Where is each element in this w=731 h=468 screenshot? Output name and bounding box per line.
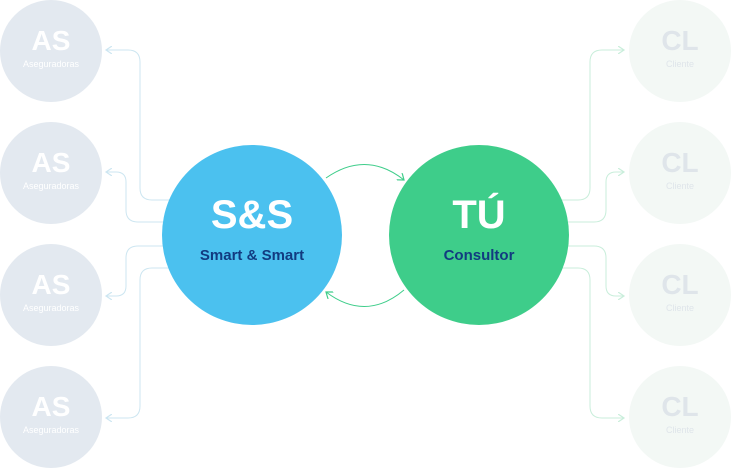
insurer-abbr: AS	[31, 269, 71, 300]
connector-client-2	[568, 172, 624, 223]
client-label: Cliente	[665, 59, 694, 69]
insurer-node-2: AS Aseguradoras	[0, 122, 102, 224]
insurer-label: Aseguradoras	[22, 181, 80, 191]
insurer-label: Aseguradoras	[22, 303, 80, 313]
hub-smart-and-smart: S&S Smart & Smart	[162, 145, 342, 325]
hub-label: Consultor	[443, 246, 515, 264]
client-node-3: CL Cliente	[629, 244, 731, 346]
client-node-4: CL Cliente	[629, 366, 731, 468]
client-node-1: CL Cliente	[629, 0, 731, 102]
hub-abbr: S&S	[210, 192, 294, 237]
client-node-2: CL Cliente	[629, 122, 731, 224]
connector-insurer-3	[106, 245, 164, 296]
client-abbr: CL	[661, 269, 699, 300]
insurer-abbr: AS	[31, 25, 71, 56]
connector-insurer-4	[106, 267, 172, 418]
connector-client-3	[568, 245, 624, 296]
insurer-node-1: AS Aseguradoras	[0, 0, 102, 102]
connector-insurer-1	[106, 50, 172, 201]
client-abbr: CL	[661, 25, 699, 56]
client-label: Cliente	[665, 425, 694, 435]
insurer-abbr: AS	[31, 391, 71, 422]
client-label: Cliente	[665, 181, 694, 191]
insurer-node-3: AS Aseguradoras	[0, 244, 102, 346]
client-label: Cliente	[665, 303, 694, 313]
arc-bottom	[326, 289, 405, 307]
arc-top	[325, 164, 404, 180]
insurer-abbr: AS	[31, 147, 71, 178]
insurer-label: Aseguradoras	[22, 425, 80, 435]
connector-client-1	[560, 50, 624, 201]
hub-consultor: TÚ Consultor	[389, 145, 569, 325]
client-abbr: CL	[661, 391, 699, 422]
hub-abbr: TÚ	[452, 192, 506, 237]
insurer-label: Aseguradoras	[22, 59, 80, 69]
client-abbr: CL	[661, 147, 699, 178]
hub-label: Smart & Smart	[199, 246, 305, 264]
connector-insurer-2	[106, 172, 164, 223]
connector-client-4	[560, 267, 624, 418]
insurer-node-4: AS Aseguradoras	[0, 366, 102, 468]
